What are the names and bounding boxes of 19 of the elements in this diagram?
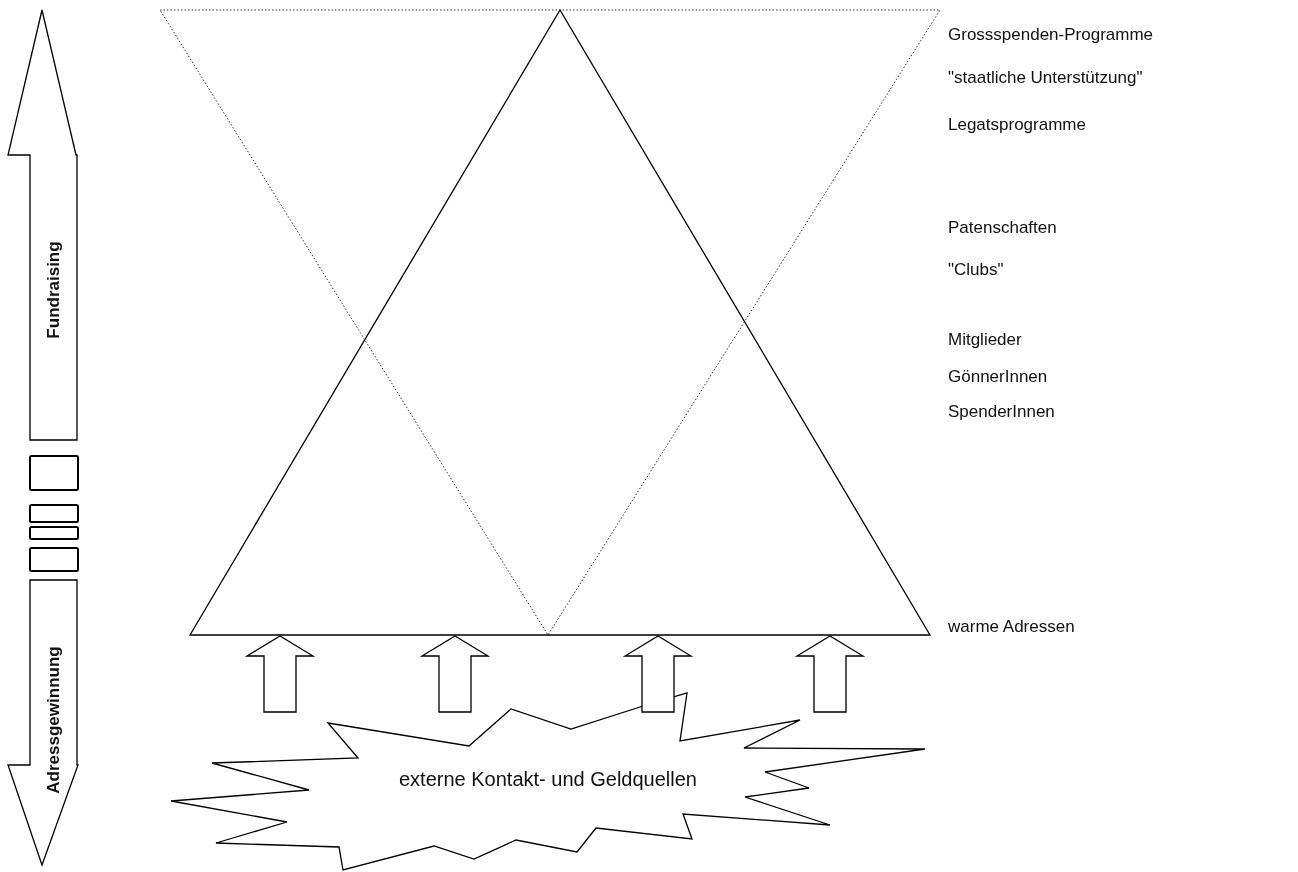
block-arrow (8, 580, 78, 865)
level-label: Legatsprogramme (948, 115, 1086, 135)
block-arrow (8, 10, 78, 440)
level-label: SpenderInnen (948, 402, 1055, 422)
starburst (170, 690, 926, 872)
level-label: Patenschaften (948, 218, 1057, 238)
level-label: Mitglieder (948, 330, 1022, 350)
level-label: warme Adressen (948, 617, 1075, 637)
block-arrow (622, 635, 694, 713)
block-arrow (794, 635, 866, 713)
axis-label: Adressgewinnung (44, 646, 64, 794)
level-label: Grossspenden-Programme (948, 25, 1154, 45)
block-arrow (419, 635, 491, 713)
block-arrow (244, 635, 316, 713)
level-label: GönnerInnen (948, 367, 1048, 387)
level-label: "Clubs" (948, 260, 1004, 280)
level-label: "staatliche Unterstützung" (948, 68, 1143, 88)
axis-label: Fundraising (44, 241, 64, 339)
node-label: externe Kontakt- und Geldquellen (399, 768, 697, 790)
